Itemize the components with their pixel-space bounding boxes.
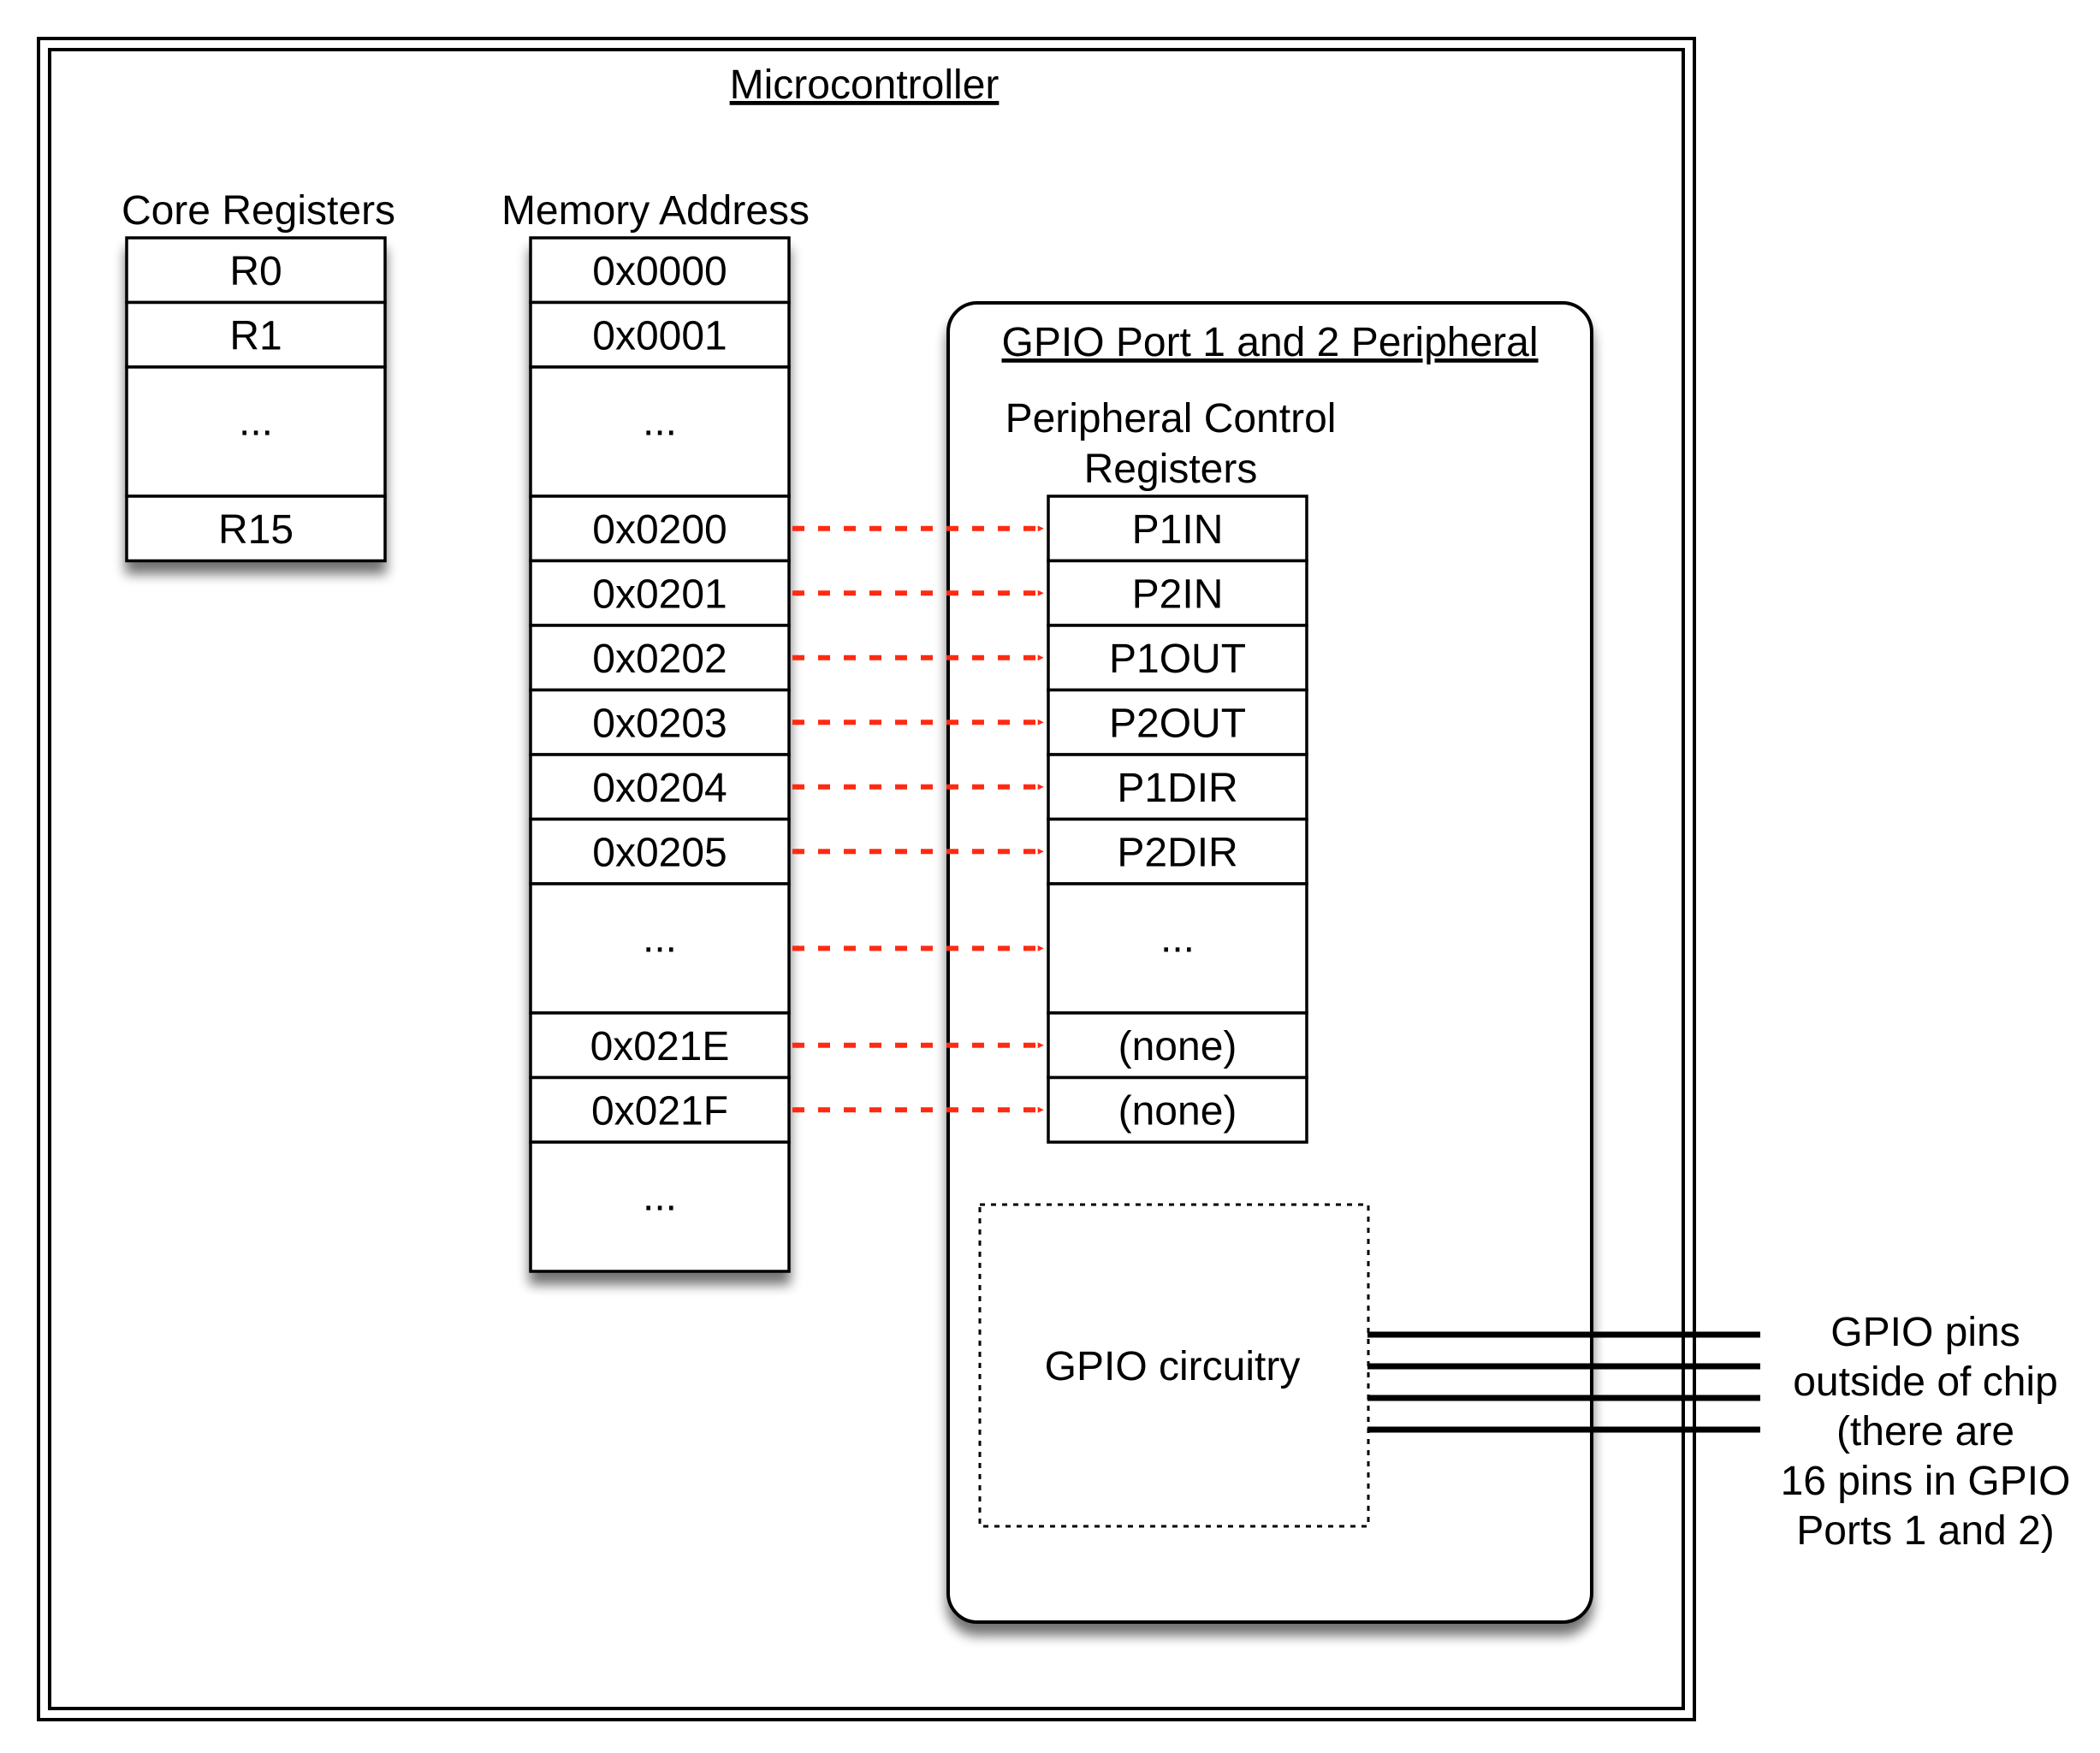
peripheral-register-cell xyxy=(1047,624,1308,692)
gpio-pins-note-line: 16 pins in GPIO xyxy=(1781,1459,2071,1504)
peripheral-register-label: P2OUT xyxy=(1109,701,1246,746)
memory-address-cell xyxy=(529,753,791,821)
core-registers-table xyxy=(125,236,387,563)
peripheral-register-label: (none) xyxy=(1118,1088,1237,1134)
core-register-label: ... xyxy=(239,400,273,445)
gpio-pins-note-line: (there are xyxy=(1836,1409,2014,1454)
memory-address-cell xyxy=(529,688,791,756)
core-register-label: R1 xyxy=(229,313,282,358)
microcontroller-outer-border xyxy=(37,37,1696,1721)
gpio-pins-note-line: Ports 1 and 2) xyxy=(1796,1508,2055,1554)
memory-address-cell xyxy=(529,882,791,1015)
peripheral-control-registers-table xyxy=(1047,495,1308,1144)
peripheral-register-label: ... xyxy=(1160,916,1195,962)
core-register-label: R15 xyxy=(218,507,294,553)
peripheral-register-cell xyxy=(1047,817,1308,885)
gpio-circuitry-label: GPIO circuitry xyxy=(1045,1344,1301,1389)
core-register-cell xyxy=(125,495,387,563)
peripheral-register-label: P1OUT xyxy=(1109,637,1246,682)
memory-mapping-arrows xyxy=(792,525,1044,1113)
memory-address-cell xyxy=(529,1140,791,1273)
peripheral-register-cell xyxy=(1047,688,1308,756)
peripheral-register-label: P2IN xyxy=(1132,572,1224,617)
memory-address-cell xyxy=(529,817,791,885)
peripheral-control-registers-labels: P1IN P2IN P1OUT P2OUT P1DIR P2DIR... (none) (no… xyxy=(1109,507,1246,1134)
memory-address-label: 0x0001 xyxy=(592,313,727,358)
peripheral-control-header-line1: Peripheral Control xyxy=(1006,396,1337,441)
memory-address-label: ... xyxy=(643,1175,677,1220)
peripheral-register-label: (none) xyxy=(1118,1024,1237,1069)
gpio-pins-note-line: GPIO pins xyxy=(1830,1310,2020,1355)
memory-address-label: 0x0204 xyxy=(592,766,727,811)
memory-address-label: 0x021E xyxy=(590,1024,730,1069)
memory-address-cell xyxy=(529,495,791,563)
memory-address-table xyxy=(529,236,791,1273)
gpio-pin-lines xyxy=(1367,1331,1760,1433)
gpio-peripheral-title: GPIO Port 1 and 2 Peripheral xyxy=(1002,320,1539,365)
memory-address-label: 0x0201 xyxy=(592,572,727,617)
memory-address-label: ... xyxy=(643,400,677,445)
memory-address-label: 0x0000 xyxy=(592,249,727,294)
memory-address-header: Memory Address xyxy=(501,188,810,234)
memory-address-labels: 0x0000 0x0001... 0x0200 0x0201 0x0202 0x0203 0… xyxy=(590,249,730,1220)
memory-address-label: 0x021F xyxy=(591,1088,728,1134)
peripheral-register-cell xyxy=(1047,495,1308,563)
microcontroller-inner-border xyxy=(48,48,1685,1710)
peripheral-register-cell xyxy=(1047,753,1308,821)
peripheral-register-cell xyxy=(1047,1075,1308,1144)
memory-address-cell xyxy=(529,1011,791,1080)
peripheral-register-label: P2DIR xyxy=(1117,830,1237,875)
peripheral-register-label: P1DIR xyxy=(1117,766,1237,811)
memory-address-cell xyxy=(529,236,791,305)
peripheral-control-header-line2: Registers xyxy=(1084,447,1258,492)
memory-address-label: ... xyxy=(643,916,677,962)
core-registers-header: Core Registers xyxy=(122,188,395,234)
peripheral-register-label: P1IN xyxy=(1132,507,1224,553)
memory-address-label: 0x0205 xyxy=(592,830,727,875)
memory-address-label: 0x0203 xyxy=(592,701,727,746)
memory-address-cell xyxy=(529,624,791,692)
memory-address-cell xyxy=(529,1075,791,1144)
microcontroller-title: Microcontroller xyxy=(730,62,1000,108)
core-register-label: R0 xyxy=(229,249,282,294)
core-register-cell xyxy=(125,365,387,498)
peripheral-register-cell xyxy=(1047,559,1308,627)
core-register-cell xyxy=(125,236,387,305)
gpio-pins-note-line: outside of chip xyxy=(1793,1359,2058,1405)
memory-address-label: 0x0202 xyxy=(592,637,727,682)
memory-address-label: 0x0200 xyxy=(592,507,727,553)
peripheral-register-cell xyxy=(1047,882,1308,1015)
peripheral-register-cell xyxy=(1047,1011,1308,1080)
memory-address-cell xyxy=(529,300,791,369)
